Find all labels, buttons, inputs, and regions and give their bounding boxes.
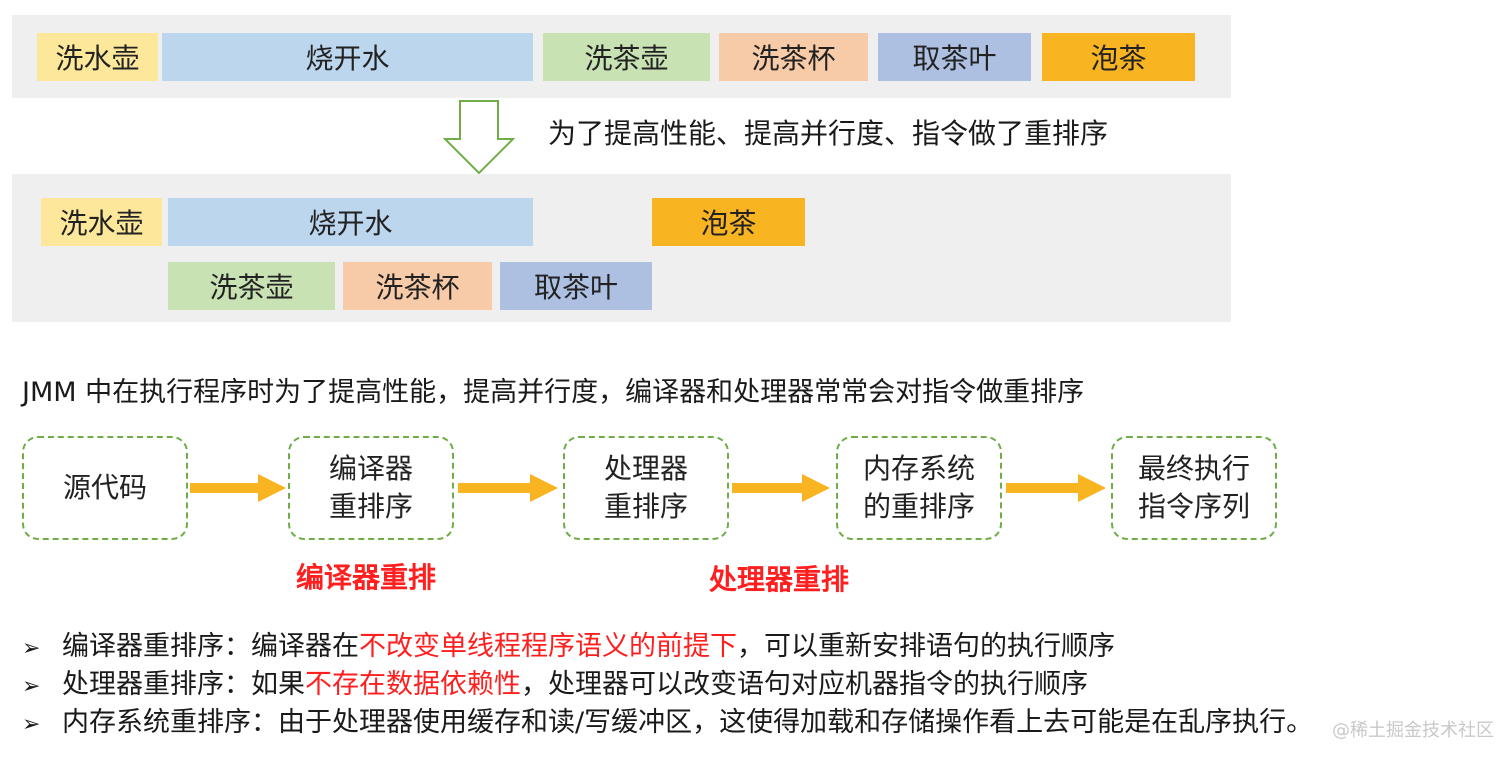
flow-memory-line1: 内存系统 (862, 452, 975, 485)
bullet-compiler-highlight: 不改变单线程程序语义的前提下 (359, 631, 737, 662)
task-wash-teacup: 洗茶杯 (719, 33, 868, 81)
bullet-memory-text: 内存系统重排序：由于处理器使用缓存和读/写缓冲区，这使得加载和存储操作看上去可能… (62, 707, 1314, 738)
task-boil-water: 烧开水 (162, 33, 533, 81)
reordered-wash-teacup: 洗茶杯 (343, 262, 492, 310)
flow-compiler-line1: 编译器 (328, 452, 413, 485)
flow-arrow-4-icon (1006, 474, 1106, 502)
flow-processor-reorder: 处理器 重排序 (563, 436, 729, 540)
reordered-boil-water: 烧开水 (168, 198, 533, 246)
flow-arrow-2-icon (458, 474, 558, 502)
flow-memory-reorder: 内存系统 的重排序 (836, 436, 1002, 540)
flow-processor-line1: 处理器 (603, 452, 688, 485)
reordered-brew-tea: 泡茶 (652, 198, 805, 246)
watermark: @稀土掘金技术社区 (1332, 720, 1494, 741)
bullet-processor-highlight: 不存在数据依赖性 (305, 669, 521, 700)
bullet-memory: ➢ 内存系统重排序：由于处理器使用缓存和读/写缓冲区，这使得加载和存储操作看上去可… (22, 700, 1313, 739)
flow-source-code: 源代码 (22, 436, 188, 540)
task-brew-tea: 泡茶 (1042, 33, 1195, 81)
flow-final-line1: 最终执行 (1137, 452, 1250, 485)
bullet-processor-post: ，处理器可以改变语句对应机器指令的执行顺序 (521, 669, 1088, 700)
processor-reorder-label: 处理器重排 (709, 563, 850, 596)
bullet-marker-icon: ➢ (22, 674, 41, 699)
bullet-processor: ➢ 处理器重排序：如果不存在数据依赖性，处理器可以改变语句对应机器指令的执行顺序 (22, 662, 1088, 701)
bullet-compiler: ➢ 编译器重排序：编译器在不改变单线程程序语义的前提下，可以重新安排语句的执行顺序 (22, 624, 1115, 663)
bullet-processor-pre: 处理器重排序：如果 (62, 669, 305, 700)
flow-final-sequence: 最终执行 指令序列 (1111, 436, 1277, 540)
flow-arrow-3-icon (732, 474, 830, 502)
bullet-marker-icon: ➢ (22, 712, 41, 737)
flow-memory-line2: 的重排序 (862, 490, 975, 523)
task-wash-kettle: 洗水壶 (37, 33, 158, 81)
flow-arrow-1-icon (190, 474, 286, 502)
reordered-wash-kettle: 洗水壶 (41, 198, 162, 246)
reordered-wash-teapot: 洗茶壶 (168, 262, 335, 310)
down-arrow-icon (443, 100, 515, 175)
jmm-statement: JMM 中在执行程序时为了提高性能，提高并行度，编译器和处理器常常会对指令做重排… (22, 377, 1085, 408)
flow-compiler-line2: 重排序 (328, 490, 413, 523)
bullet-compiler-pre: 编译器重排序：编译器在 (62, 631, 359, 662)
flow-processor-line2: 重排序 (603, 490, 688, 523)
reorder-caption: 为了提高性能、提高并行度、指令做了重排序 (548, 117, 1109, 150)
bullet-marker-icon: ➢ (22, 636, 41, 661)
compiler-reorder-label: 编译器重排 (296, 561, 437, 594)
flow-compiler-reorder: 编译器 重排序 (288, 436, 454, 540)
flow-final-line2: 指令序列 (1137, 490, 1250, 523)
task-get-tea: 取茶叶 (878, 33, 1031, 81)
flow-source-code-text: 源代码 (62, 471, 147, 504)
task-wash-teapot: 洗茶壶 (543, 33, 710, 81)
reordered-get-tea: 取茶叶 (500, 262, 652, 310)
bullet-compiler-post: ，可以重新安排语句的执行顺序 (737, 631, 1115, 662)
